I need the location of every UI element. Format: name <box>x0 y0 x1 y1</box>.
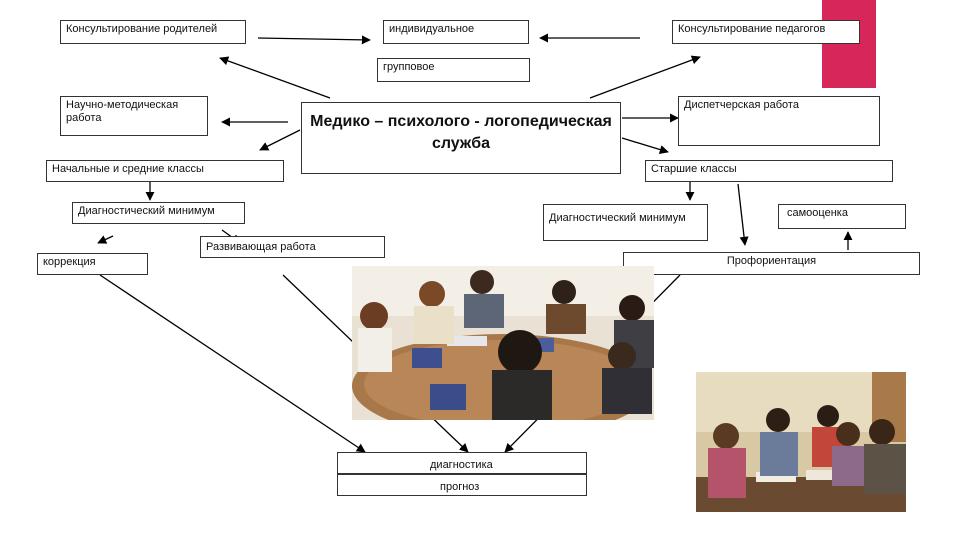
box-primary-classes: Начальные и средние классы <box>46 160 284 182</box>
students-table-photo <box>352 266 654 420</box>
box-prognosis: прогноз <box>337 474 587 496</box>
box-developing: Развивающая работа <box>200 236 385 258</box>
box-individual: индивидуальное <box>383 20 529 44</box>
box-group: групповое <box>377 58 530 82</box>
box-consult-parents: Консультирование родителей <box>60 20 246 44</box>
arrow-to-consult-parents <box>219 56 331 99</box>
arrow-parents-individual <box>257 35 371 45</box>
arrow-to-primary <box>259 129 301 151</box>
arrow-to-senior <box>621 137 669 154</box>
box-career: Профориентация <box>623 252 920 275</box>
box-diag-min-right: Диагностический минимум <box>543 204 708 241</box>
arrow-to-career <box>737 183 749 246</box>
box-center-service: Медико – психолого - логопедическая служ… <box>301 102 621 174</box>
box-methodical: Научно-методическая работа <box>60 96 208 136</box>
box-correction: коррекция <box>37 253 148 275</box>
box-dispatcher: Диспетчерская работа <box>678 96 880 146</box>
box-diagnostics: диагностика <box>337 452 587 474</box>
box-consult-teachers: Консультирование педагогов <box>672 20 860 44</box>
arrow-correction-diagnostics <box>99 274 366 453</box>
box-diag-min-left: Диагностический минимум <box>72 202 245 224</box>
arrow-to-correction <box>97 235 114 244</box>
box-self-esteem: самооценка <box>778 204 906 229</box>
box-senior-classes: Старшие классы <box>645 160 893 182</box>
students-books-photo <box>696 372 906 512</box>
accent-bar <box>822 0 876 88</box>
arrow-to-consult-teachers <box>589 55 701 99</box>
